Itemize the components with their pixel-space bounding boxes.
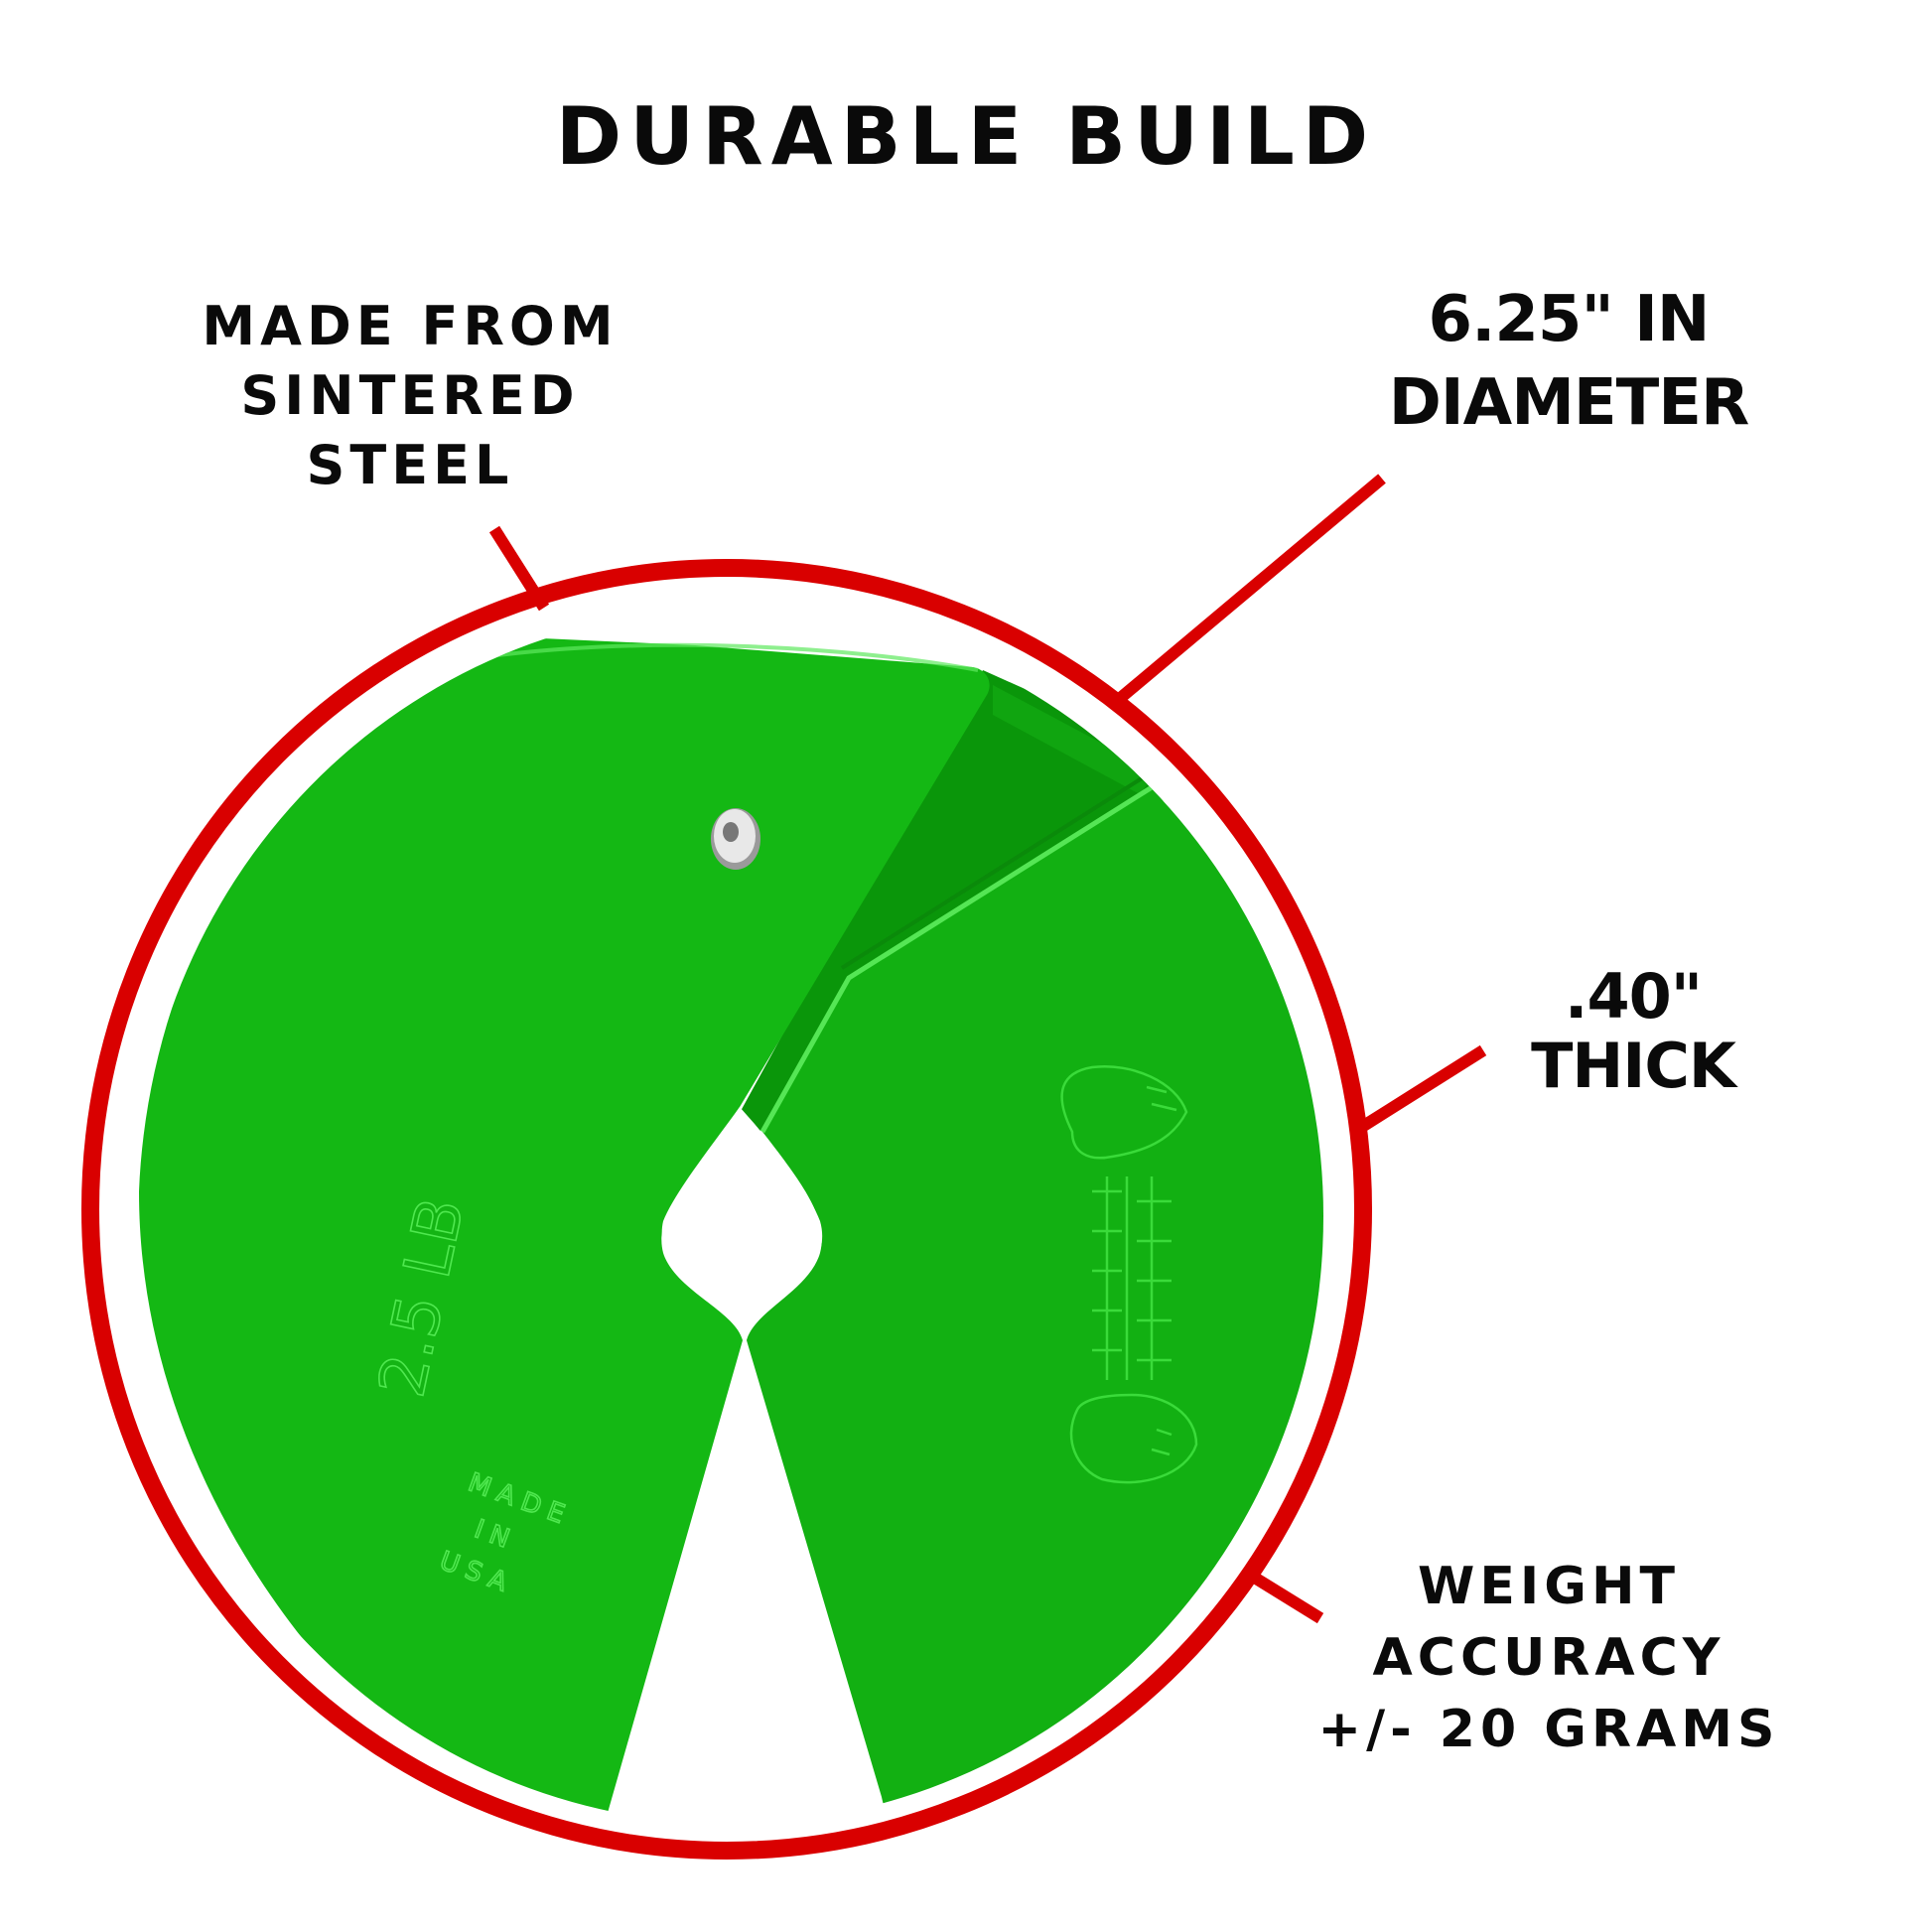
wedge-highlight	[993, 685, 1157, 794]
callout-thickness-line: THICK	[1531, 1030, 1736, 1102]
brand-logo-icon	[1060, 1065, 1198, 1484]
diameter-ring	[81, 559, 1372, 1860]
callout-diameter: 6.25" IN DIAMETER	[1320, 288, 1817, 455]
leader-line-accuracy	[1249, 1571, 1324, 1624]
callout-diameter-line: 6.25" IN	[1428, 283, 1711, 356]
callout-material: MADE FROM SINTERED STEEL	[182, 300, 638, 508]
bevel-shadow	[840, 776, 1144, 970]
page-title: DURABLE BUILD	[555, 90, 1377, 183]
callout-accuracy: WEIGHT ACCURACY +/- 20 GRAMS	[1281, 1561, 1817, 1775]
callout-material-line: SINTERED	[240, 364, 580, 427]
callout-accuracy-line: WEIGHT	[1418, 1557, 1680, 1616]
callout-accuracy-line: ACCURACY	[1372, 1628, 1725, 1688]
center-hole	[661, 1107, 823, 1335]
leader-line-diameter	[1113, 474, 1386, 706]
rivet-icon	[711, 808, 760, 870]
leader-line-thickness	[1350, 1044, 1487, 1138]
callout-thickness-line: .40"	[1564, 960, 1703, 1033]
callout-material-line: STEEL	[306, 434, 514, 496]
plate-left	[139, 635, 990, 1824]
callout-accuracy-line: +/- 20 GRAMS	[1317, 1700, 1780, 1759]
bevel-edge	[759, 781, 1159, 1134]
callout-diameter-line: DIAMETER	[1388, 366, 1750, 440]
callout-thickness: .40" THICK	[1440, 966, 1827, 1105]
rim-highlight	[482, 642, 979, 672]
callout-material-line: MADE FROM	[202, 295, 619, 357]
